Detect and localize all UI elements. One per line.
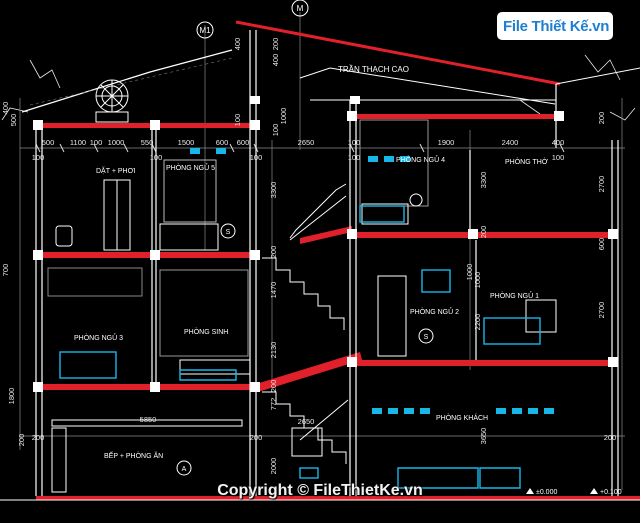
dimension-label: 3650 (479, 428, 488, 445)
dimension-label: 3300 (479, 172, 488, 189)
grid-marker-left: M1 (196, 21, 214, 39)
ground-span: 5850 (140, 415, 157, 424)
dimension-label: 700 (1, 264, 10, 277)
water-tank-icon (95, 79, 129, 123)
dimension-label: 1000 (465, 264, 474, 281)
dimension-label: 2130 (269, 342, 278, 359)
level-outside: +0.100 (600, 489, 622, 496)
copyright-watermark: Copyright © FileThietKe.vn (217, 482, 423, 499)
room-bath: DẶT + PHƠI (96, 166, 136, 175)
dimension-label: 1900 (438, 138, 455, 147)
dimension-label: 500 (9, 114, 18, 127)
room-living: PHÒNG KHÁCH (436, 413, 488, 422)
dimension-label: 1100 (70, 138, 86, 147)
dimension-label: 1800 (7, 388, 16, 405)
grid-marker-right: M (291, 0, 309, 17)
dimension-label: 550 (141, 138, 154, 147)
dimension-label: M (297, 4, 304, 13)
dimension-label: 400 (233, 38, 242, 51)
walls (35, 30, 619, 496)
dimension-label: 100 (348, 153, 361, 162)
dimension-text-top: 500 1100 100 1000 550 1500 600 600 2650 … (42, 138, 565, 147)
level-ground: ±0.000 (536, 489, 557, 496)
dimension-label: 2400 (502, 138, 519, 147)
room-kitchen: BẾP + PHÒNG ĂN (104, 450, 163, 460)
dimension-label: 100 (150, 153, 163, 162)
dimension-label: 100 (271, 124, 280, 137)
dimension-label: 1500 (178, 138, 195, 147)
dimension-label: 100 (552, 153, 565, 162)
dimension-label: 600 (237, 138, 250, 147)
stair-span: 2650 (298, 417, 315, 426)
dimension-label: 200 (269, 246, 278, 259)
dimension-label: 100 (233, 114, 242, 127)
dimension-label: 3300 (269, 182, 278, 199)
section-tag-2: S (418, 328, 434, 344)
dimension-label: 600 (597, 238, 606, 251)
columns (33, 96, 618, 392)
dimension-label: 200 (479, 226, 488, 239)
wall-tiles (190, 148, 554, 414)
sky-scribbles (1, 54, 636, 121)
level-marks: ±0.000 +0.100 (526, 488, 622, 496)
filethietke-logo: File Thiết Kế.vn (497, 12, 613, 40)
floor-slabs (36, 114, 640, 500)
room-family: PHÒNG SINH (184, 327, 228, 336)
dimension-label: 200 (17, 434, 26, 447)
room-worship: PHÒNG THỜ (505, 157, 548, 166)
dimension-label: 2700 (597, 302, 606, 319)
section-tag-1: S (220, 223, 236, 239)
dimension-label: 400 (552, 138, 565, 147)
dimension-label: 1000 (279, 108, 288, 125)
dimension-label: 1000 (108, 138, 125, 147)
dimension-label: 200 (604, 433, 617, 442)
section-tag-3: A (176, 460, 192, 476)
dimension-label: 2650 (298, 138, 315, 147)
dimension-label: 2000 (269, 458, 278, 475)
dimension-label: 100 (90, 138, 103, 147)
room-labels: DẶT + PHƠI PHÒNG NGỦ 5 PHÒNG NGỦ 4 PHÒNG… (74, 64, 548, 460)
dimension-text-vertical-right: 400 1000 200 100 3300 200 1470 2130 200 … (269, 38, 606, 475)
dimension-label: 200 (250, 433, 263, 442)
cyan-fixtures (59, 205, 541, 489)
dimension-label: 400 (271, 54, 280, 67)
dimension-ticks (35, 143, 565, 153)
dimension-label: 772 (269, 398, 278, 411)
dimension-text-vertical-left: 500 400 400 100 3300 200 700 1800 200 (1, 38, 278, 447)
dimension-label: 100 (32, 153, 45, 162)
dimension-label: 200 (597, 112, 606, 125)
dimension-label: 100 (348, 138, 361, 147)
dimension-label: 200 (269, 380, 278, 393)
dimension-label: 1470 (269, 282, 278, 299)
dimension-label: S (226, 229, 231, 236)
dimension-label: 1000 (473, 272, 482, 289)
dimension-label: 600 (216, 138, 229, 147)
dimension-label: 200 (271, 38, 280, 51)
dimension-label: 2200 (473, 314, 482, 331)
room-bedroom1: PHÒNG NGỦ 1 (490, 291, 539, 300)
dimension-label: S (424, 334, 429, 341)
dimension-label: M1 (199, 26, 211, 35)
room-bedroom4: PHÒNG NGỦ 4 (396, 155, 445, 164)
dimension-label: 200 (32, 433, 45, 442)
ceiling-note: TRẦN THẠCH CAO (338, 64, 409, 74)
room-bedroom2: PHÒNG NGỦ 2 (410, 307, 459, 316)
dimension-text-bottom: 100 100 100 100 100 200 5850 2650 200 20… (32, 153, 617, 442)
logo-text: File Thiết Kế.vn (503, 17, 610, 35)
dimension-label: A (182, 466, 187, 473)
dimension-label: 100 (250, 153, 263, 162)
room-bedroom5: PHÒNG NGỦ 5 (166, 163, 215, 172)
dimension-label: 500 (42, 138, 55, 147)
room-bedroom3: PHÒNG NGỦ 3 (74, 333, 123, 342)
dimension-label: 2700 (597, 176, 606, 193)
dimension-label: 400 (1, 102, 10, 115)
